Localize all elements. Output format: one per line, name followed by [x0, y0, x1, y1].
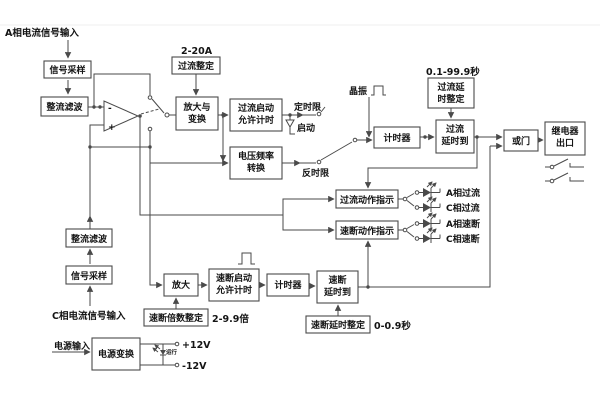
- block-label: 计时器: [383, 132, 411, 144]
- run-label: 运行: [166, 348, 178, 356]
- block-label: 速断: [328, 274, 346, 286]
- minus12-terminal: [174, 362, 180, 368]
- qb-delay-range-label: 0-0.9秒: [374, 320, 411, 332]
- opamp-control-dashed-line: [140, 108, 160, 115]
- block-qb-action-indicator: 速断动作指示: [335, 220, 399, 240]
- c-phase-oc-label: C相过流: [446, 202, 480, 214]
- block-qb-delay-setting: 速断延时整定: [305, 315, 371, 334]
- a-phase-input-label: A相电流信号输入: [5, 27, 79, 39]
- opamp-minus-label: -: [108, 104, 112, 114]
- block-label: 继电器: [551, 125, 579, 137]
- relay-contact-icons: [545, 158, 584, 184]
- oc-setting-range-label: 2-20A: [181, 46, 213, 57]
- block-timer1: 计时器: [373, 126, 421, 149]
- plus12-label: +12V: [182, 340, 211, 351]
- crystal-pulse-icon: [371, 85, 386, 96]
- block-amplify: 放大: [163, 273, 199, 297]
- block-label: 速断动作指示: [340, 225, 394, 237]
- block-label: 整流滤波: [70, 233, 108, 245]
- c-phase-qb-label: C相速断: [446, 233, 480, 245]
- block-timer2: 计时器: [266, 273, 310, 297]
- block-label: 速断启动: [216, 272, 252, 284]
- block-label: 速断倍数整定: [149, 312, 204, 324]
- block-oc-delay-setting: 过流延 时整定: [427, 77, 475, 109]
- block-qb-delay-reached: 速断 延时到: [316, 270, 359, 304]
- qb-indicator-fan: [397, 213, 440, 243]
- block-oc-setting: 过流整定: [171, 56, 221, 75]
- block-label: 过流整定: [178, 60, 215, 72]
- c-phase-input-label: C相电流信号输入: [52, 310, 126, 322]
- block-label: 变换: [188, 113, 207, 125]
- block-label: 电压频率: [238, 150, 274, 162]
- block-rectify-filter-c: 整流滤波: [65, 228, 113, 248]
- block-label: 过流启动: [238, 102, 274, 114]
- block-label: 过流动作指示: [340, 194, 394, 206]
- a-phase-oc-led-icon: [423, 182, 440, 197]
- qb-multiple-range-label: 2-9.9倍: [212, 313, 249, 325]
- block-oc-start-timing: 过流启动 允许计时: [229, 98, 283, 132]
- block-power-convert: 电源变换: [91, 337, 141, 371]
- a-phase-qb-label: A相速断: [446, 218, 480, 230]
- run-led-icon: [152, 344, 166, 365]
- oc-indicator-fan: [398, 182, 440, 212]
- definite-time-label: 定时限: [293, 101, 322, 113]
- block-label: 出口: [556, 137, 574, 149]
- block-label: 时整定: [437, 93, 465, 105]
- block-relay-outlet: 继电器 出口: [544, 121, 586, 156]
- wires: [52, 40, 544, 366]
- block-label: 信号采样: [49, 64, 85, 76]
- block-label: 或门: [512, 135, 530, 147]
- opamp-comparator-icon: - +: [103, 100, 140, 133]
- block-label: 电源变换: [98, 348, 135, 360]
- start-label: 启动: [297, 122, 315, 134]
- gain-selector-switch-icon: [140, 95, 176, 132]
- plus12-terminal: [174, 341, 180, 347]
- block-label: 延时到: [440, 135, 468, 147]
- opamp-plus-label: +: [108, 123, 116, 133]
- crystal-label: 晶振: [349, 85, 368, 97]
- block-label: 整流滤波: [45, 101, 83, 113]
- block-qb-start-timing: 速断启动 允许计时: [208, 268, 260, 302]
- block-label: 允许计时: [237, 114, 274, 126]
- block-label: 放大与: [182, 101, 210, 113]
- block-oc-action-indicator: 过流动作指示: [335, 189, 399, 209]
- block-qb-multiple-setting: 速断倍数整定: [143, 308, 209, 327]
- a-phase-qb-led-icon: [423, 213, 440, 228]
- block-label: 信号采样: [71, 270, 107, 282]
- block-signal-sample-a: 信号采样: [43, 60, 92, 79]
- inverse-time-label: 反时限: [302, 167, 330, 179]
- block-label: 转换: [247, 162, 266, 174]
- c-phase-oc-led-icon: [423, 197, 440, 212]
- block-or-gate: 或门: [503, 129, 539, 152]
- block-oc-delay-reached: 过流 延时到: [435, 119, 475, 154]
- a-phase-oc-label: A相过流: [446, 187, 480, 199]
- block-label: 计时器: [274, 279, 302, 291]
- c-phase-qb-led-icon: [423, 228, 440, 243]
- block-label: 速断延时整定: [311, 319, 366, 331]
- block-label: 过流: [446, 123, 464, 135]
- block-rectify-filter-a: 整流滤波: [40, 96, 89, 117]
- power-input-label: 电源输入: [54, 340, 90, 352]
- block-amp-transform: 放大与 变换: [175, 96, 219, 131]
- minus12-label: -12V: [182, 361, 207, 372]
- block-vf-convert: 电压频率 转换: [229, 146, 283, 180]
- block-label: 过流延: [437, 81, 465, 93]
- block-label: 允许计时: [215, 284, 252, 296]
- block-signal-sample-c: 信号采样: [65, 265, 113, 285]
- qb-pulse-icon: [238, 252, 255, 265]
- block-label: 延时到: [323, 286, 351, 298]
- oc-delay-range-label: 0.1-99.9秒: [426, 66, 480, 78]
- block-label: 放大: [171, 279, 190, 291]
- start-indicator-icon: [285, 115, 295, 135]
